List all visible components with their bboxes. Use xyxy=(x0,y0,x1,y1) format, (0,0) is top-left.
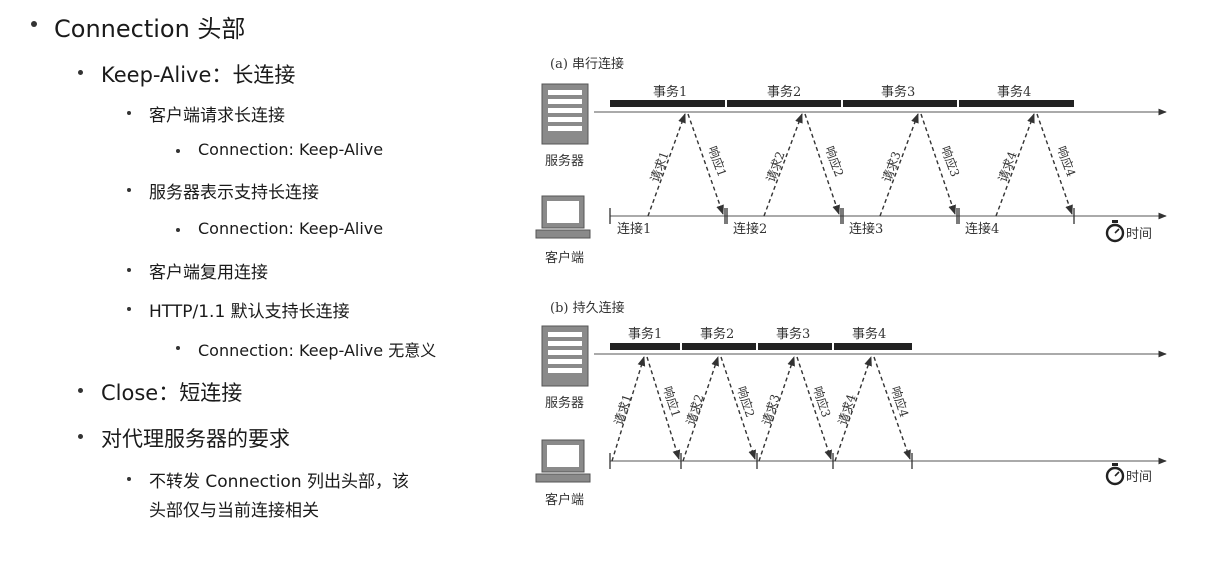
panel-b-request-label: 请求2 xyxy=(684,393,707,427)
panel-b-request-arrow xyxy=(682,356,719,462)
panel-b-client-label: 客户端 xyxy=(545,492,584,508)
panel-b-transaction-label: 事务2 xyxy=(700,326,734,342)
bullet-conn-header-1: Connection: Keep-Alive xyxy=(198,140,384,159)
panel-a-transaction-label: 事务4 xyxy=(997,84,1031,100)
panel-a-serial: (a) 串行连接 服务器 客户端 事务1 事务2 事务3 事务4 xyxy=(535,56,1167,266)
panel-a-response-arrow xyxy=(1036,113,1073,215)
panel-b-time-label: 时间 xyxy=(1126,470,1152,485)
bullet-dot xyxy=(78,70,83,75)
panel-a-client-label: 客户端 xyxy=(545,250,584,266)
panel-a-transaction-bar xyxy=(727,100,841,107)
panel-a-request-label: 请求4 xyxy=(996,149,1020,184)
stopwatch-icon xyxy=(1105,463,1125,486)
bullet-proxy-requirements: 对代理服务器的要求 xyxy=(101,427,290,451)
connection-diagram: (a) 串行连接 服务器 客户端 事务1 事务2 事务3 事务4 xyxy=(535,56,1167,508)
bullet-keep-alive: Keep-Alive：长连接 xyxy=(101,63,296,87)
bullet-dot xyxy=(127,268,131,272)
bullet-dot xyxy=(127,188,131,192)
panel-a-response-arrow xyxy=(920,113,956,215)
bullet-no-forward-line1: 不转发 Connection 列出头部，该 xyxy=(149,472,409,492)
panel-b-transaction-label: 事务3 xyxy=(776,326,810,342)
panel-b-request-arrow xyxy=(758,356,795,462)
panel-b-transaction-bar xyxy=(610,343,680,350)
panel-a-connection-label: 连接4 xyxy=(965,221,999,237)
panel-b-transaction-label: 事务4 xyxy=(852,326,886,342)
bullet-dot xyxy=(176,228,180,232)
bullet-conn-header-2: Connection: Keep-Alive xyxy=(198,219,384,238)
panel-a-response-arrow xyxy=(804,113,840,215)
panel-a-transaction-label: 事务1 xyxy=(653,84,687,100)
panel-b-request-label: 请求3 xyxy=(760,393,783,427)
panel-a-connection-label: 连接3 xyxy=(849,221,883,237)
bullet-dot xyxy=(78,434,83,439)
panel-b-transaction-bar xyxy=(682,343,756,350)
panel-b-title: (b) 持久连接 xyxy=(550,300,625,316)
bullet-conn-header-3: Connection: Keep-Alive 无意义 xyxy=(198,341,437,360)
bullet-dot xyxy=(127,307,131,311)
panel-a-title: (a) 串行连接 xyxy=(550,56,624,72)
bullet-client-request: 客户端请求长连接 xyxy=(149,106,285,126)
panel-b-transaction-label: 事务1 xyxy=(628,326,662,342)
stopwatch-icon xyxy=(1105,220,1125,243)
panel-a-request-label: 请求2 xyxy=(764,150,788,185)
client-computer-icon xyxy=(535,195,591,239)
bullet-dot xyxy=(127,477,131,481)
bullet-dot xyxy=(78,388,83,393)
panel-a-transaction-bar xyxy=(959,100,1074,107)
server-icon xyxy=(541,83,589,145)
bullet-http11-default: HTTP/1.1 默认支持长连接 xyxy=(149,302,350,322)
panel-b-response-arrow xyxy=(646,356,681,460)
panel-a-time-label: 时间 xyxy=(1126,227,1152,242)
client-computer-icon xyxy=(535,439,591,483)
panel-a-connection-label: 连接2 xyxy=(733,221,767,237)
panel-b-request-arrow xyxy=(834,356,872,462)
panel-a-transaction-label: 事务3 xyxy=(881,84,915,100)
bullet-no-forward-line2: 头部仅与当前连接相关 xyxy=(149,501,319,521)
panel-b-transaction-bar xyxy=(834,343,912,350)
panel-b-persistent: (b) 持久连接 服务器 客户端 事务1 事务2 事务3 事务4 xyxy=(535,300,1167,508)
bullet-server-keep-alive: 服务器表示支持长连接 xyxy=(149,183,319,203)
panel-b-response-label: 响应4 xyxy=(888,384,912,419)
panel-b-request-label: 请求4 xyxy=(836,392,859,427)
panel-a-server-label: 服务器 xyxy=(545,153,584,169)
server-icon xyxy=(541,325,589,387)
panel-a-request-label: 请求1 xyxy=(648,150,672,185)
panel-a-transaction-bar xyxy=(843,100,957,107)
panel-b-response-arrow xyxy=(796,356,832,460)
panel-b-request-label: 请求1 xyxy=(612,393,635,427)
panel-b-response-label: 响应3 xyxy=(810,384,834,419)
panel-b-server-label: 服务器 xyxy=(545,395,584,411)
panel-a-transaction-bar xyxy=(610,100,725,107)
bullet-connection-header: Connection 头部 xyxy=(54,15,246,43)
panel-a-request-label: 请求3 xyxy=(880,150,904,185)
bullet-dot xyxy=(31,21,37,27)
panel-a-connection-label: 连接1 xyxy=(617,221,651,237)
bullet-dot xyxy=(176,149,180,153)
panel-b-response-label: 响应2 xyxy=(734,384,758,419)
panel-b-transaction-bar xyxy=(758,343,832,350)
bullet-dot xyxy=(176,346,180,350)
panel-a-transaction-label: 事务2 xyxy=(767,84,801,100)
bullet-client-reuse: 客户端复用连接 xyxy=(149,263,268,283)
panel-a-response-arrow xyxy=(687,113,724,215)
bullet-dot xyxy=(127,111,131,115)
panel-b-response-label: 响应1 xyxy=(660,384,684,419)
panel-b-response-arrow xyxy=(720,356,756,460)
bullet-close: Close：短连接 xyxy=(101,381,243,405)
